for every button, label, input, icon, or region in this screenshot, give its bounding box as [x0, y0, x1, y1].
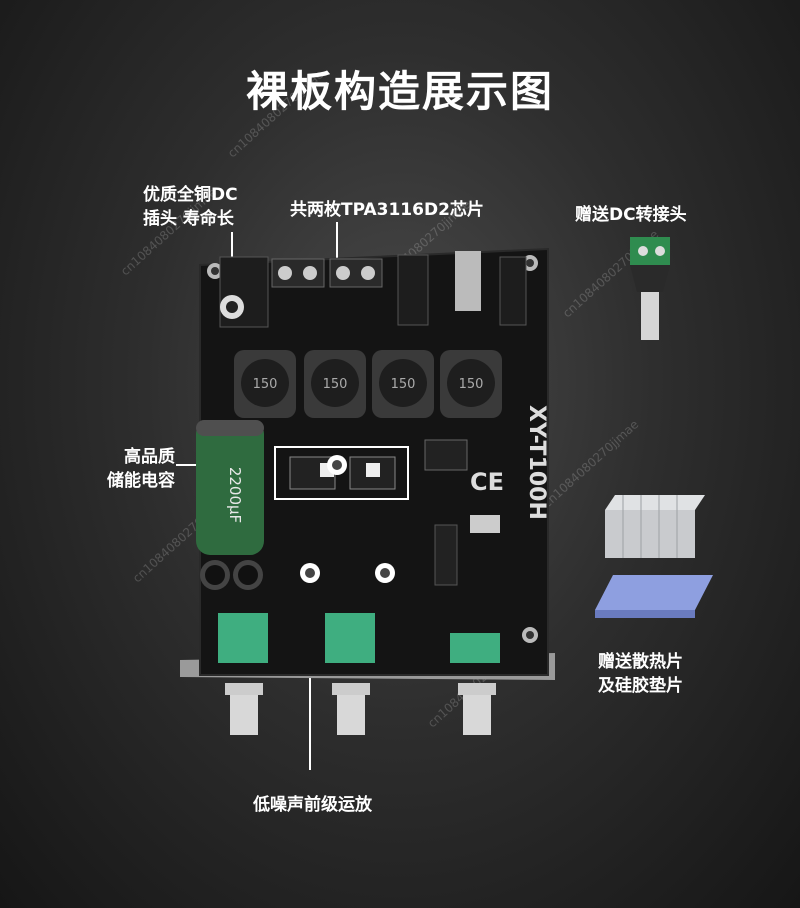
label-chips: 共两枚TPA3116D2芯片	[290, 200, 484, 220]
label-heatsink-line1: 赠送散热片	[598, 652, 683, 672]
inductor-marking: 150	[459, 377, 484, 392]
label-dc-socket-line2: 插头 寿命长	[143, 209, 234, 229]
heatsink	[595, 495, 713, 618]
volume-knob	[218, 613, 268, 735]
inductor: 150	[372, 350, 434, 418]
label-capacitor-line2: 储能电容	[107, 471, 175, 491]
storage-capacitor: 2200μF	[196, 420, 264, 555]
label-dc-adapter: 赠送DC转接头	[575, 205, 687, 225]
inductor-marking: 150	[253, 377, 278, 392]
chips-highlight-box	[274, 446, 409, 500]
label-capacitor: 高品质 储能电容	[95, 445, 175, 493]
inductor-marking: 150	[391, 377, 416, 392]
label-capacitor-line1: 高品质	[124, 447, 175, 467]
label-opamp: 低噪声前级运放	[253, 795, 372, 815]
pcb-board: 150 150 150 150 2200μF CE XY-T100H	[180, 247, 555, 735]
label-heatsink-line2: 及硅胶垫片	[598, 676, 683, 696]
board-model: XY-T100H	[524, 405, 549, 520]
inductor: 150	[234, 350, 296, 418]
dc-adapter	[630, 237, 670, 340]
ce-mark: CE	[470, 468, 504, 496]
inductor: 150	[304, 350, 366, 418]
label-heatsink: 赠送散热片 及硅胶垫片	[598, 650, 683, 698]
capacitor-marking: 2200μF	[226, 467, 244, 523]
inductor-marking: 150	[323, 377, 348, 392]
label-dc-socket-line1: 优质全铜DC	[143, 185, 238, 205]
inductor: 150	[440, 350, 502, 418]
page-title: 裸板构造展示图	[245, 67, 554, 116]
treble-knob	[325, 613, 375, 735]
bass-knob	[450, 633, 500, 735]
thermal-pad	[595, 575, 713, 610]
label-dc-socket: 优质全铜DC 插头 寿命长	[143, 183, 238, 231]
